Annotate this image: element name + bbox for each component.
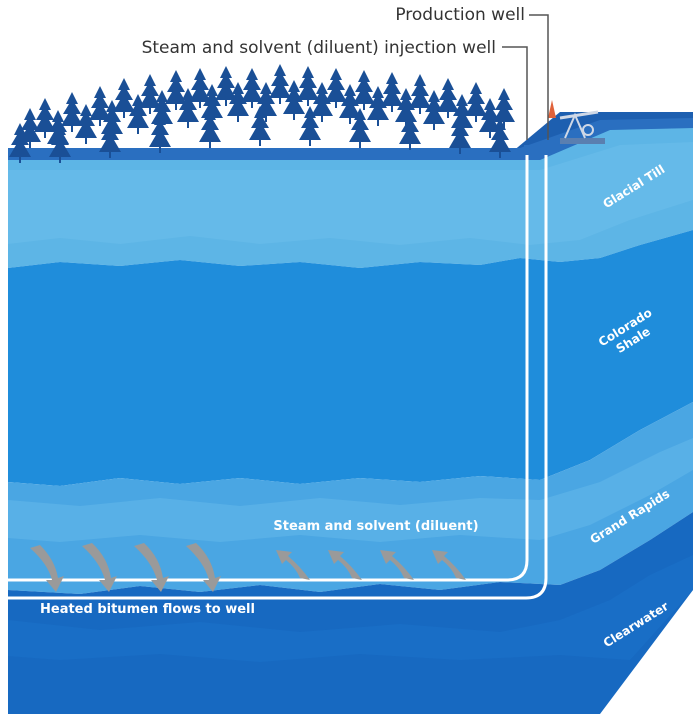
injection-well-label: Steam and solvent (diluent) injection we… <box>141 38 496 58</box>
injection-well <box>8 145 530 582</box>
production-well <box>8 145 549 600</box>
heated-bitumen-label: Heated bitumen flows to well <box>40 602 255 617</box>
steam-flow-arrows <box>276 550 466 580</box>
label-leaders <box>502 14 549 140</box>
pump-jack-icon <box>548 100 605 144</box>
steam-solvent-label: Steam and solvent (diluent) <box>273 519 478 534</box>
production-well-label: Production well <box>395 5 525 25</box>
clearwater-layer <box>8 512 693 714</box>
grand-rapids-layer <box>8 402 693 594</box>
colorado-shale-layer <box>8 230 693 486</box>
bitumen-flow-arrows <box>30 543 221 592</box>
